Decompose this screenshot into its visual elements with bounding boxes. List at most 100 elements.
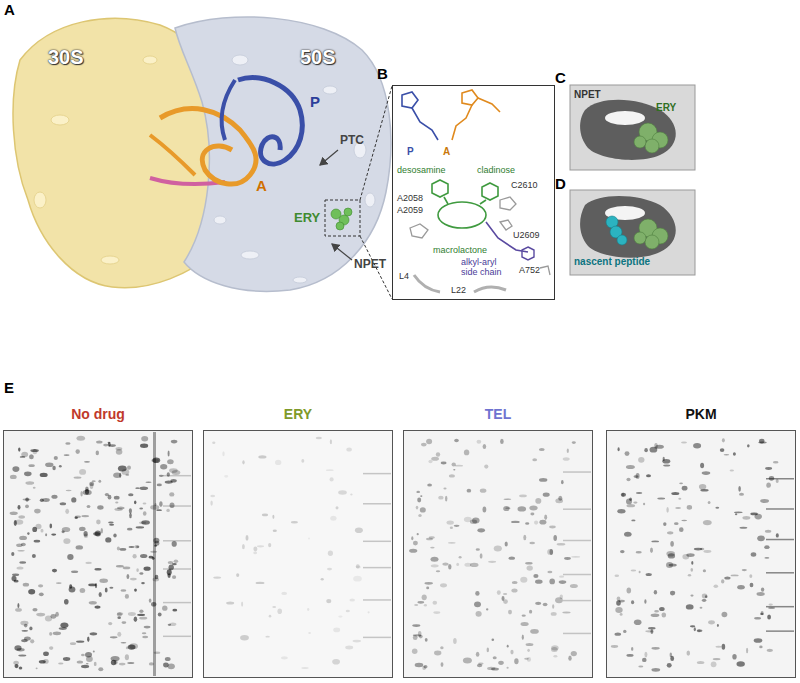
illustration-part [670,541,674,547]
illustration-part [142,636,148,638]
illustration-part [119,473,121,478]
illustration-part [129,643,138,649]
illustration-part [3,430,193,678]
illustration-part [776,479,779,483]
illustration-part [133,554,137,558]
illustration-part [766,572,794,574]
illustration-part [108,622,112,625]
tunnel-view: NPETERY [570,85,695,170]
illustration-part [761,611,764,615]
illustration-part [413,634,421,636]
illustration-part [564,557,571,560]
illustration-part [563,574,591,576]
illustration-part [136,526,144,528]
illustration-part [549,526,556,529]
illustration-part [724,576,730,579]
illustration-part [522,247,534,260]
illustration-part [353,640,362,643]
illustration-part [36,524,42,529]
illustration-part [158,613,162,617]
illustration-part [681,520,687,522]
illustration-part [141,436,148,441]
structure-label: nascent peptide [574,256,650,267]
illustration-part [606,216,627,245]
illustration-part [84,533,88,538]
illustration-part [246,535,249,541]
illustration-part [646,573,652,576]
gel-image: TEL [403,430,593,678]
illustration-part [424,665,428,668]
illustration-part [521,622,529,626]
illustration-part [611,645,618,648]
illustration-part [41,529,44,533]
structure-label: desosamine [397,166,446,176]
illustration-part [426,439,432,444]
illustration-part [140,554,147,558]
illustration-part [497,590,501,595]
illustration-part [19,536,27,540]
illustration-part [426,538,433,541]
illustration-part [160,109,256,184]
illustration-part [433,601,438,605]
illustration-part [570,584,578,588]
illustration-part [49,632,52,636]
illustration-part [34,56,157,264]
illustration-part [273,530,277,533]
illustration-part [60,623,68,628]
illustration-part [500,220,512,230]
illustration-part [409,549,417,553]
illustration-part [616,600,621,605]
structure-label: U2609 [513,231,540,241]
illustration-part [253,547,257,552]
illustration-part [747,444,750,447]
illustration-part [690,595,693,597]
illustration-part [750,513,758,516]
illustration-part [18,515,25,518]
illustration-part [328,551,333,556]
gel-heading: TEL [404,407,592,422]
panel-letter: B [377,66,388,83]
illustration-part [171,440,178,444]
illustration-part [51,614,57,619]
illustration-part [51,534,56,536]
illustration-part [477,440,482,444]
illustration-part [163,568,191,570]
illustration-part [168,573,171,578]
illustration-part [412,108,438,140]
illustration-part [326,599,331,603]
illustration-part [172,609,177,612]
illustration-part [81,515,89,517]
illustration-part [349,598,355,601]
illustration-part [420,507,426,512]
gel-heading: ERY [204,407,392,422]
illustration-part [734,511,743,513]
illustration-part [417,601,424,604]
illustration-part [213,576,221,578]
structure-label: A2059 [397,206,423,216]
illustration-part [28,464,34,467]
illustration-part [265,636,269,638]
illustration-part [163,475,191,477]
illustration-part [717,624,719,627]
illustration-part [730,470,734,472]
illustration-part [333,628,340,633]
illustration-part [170,502,175,508]
illustration-part [617,235,627,245]
illustration-part [403,430,593,678]
illustration-part [503,599,508,604]
illustration-part [36,667,38,669]
illustration-part [150,135,195,175]
illustration-part [163,636,191,638]
illustration-part [105,587,108,592]
illustration-part [121,589,127,591]
illustration-part [557,543,566,546]
illustration-part [688,574,691,577]
illustration-part [644,599,646,604]
illustration-part [765,467,772,470]
illustration-part [476,652,480,657]
illustration-part [99,592,102,597]
illustration-part [16,543,23,547]
illustration-part [113,473,121,478]
illustration-part [414,275,440,292]
illustration-part [421,443,427,447]
